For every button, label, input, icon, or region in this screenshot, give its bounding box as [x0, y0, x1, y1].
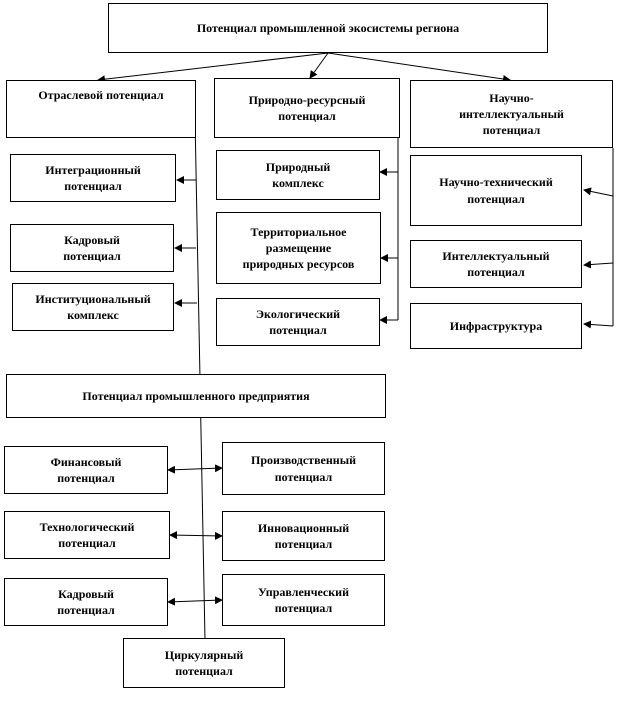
science-item-infrastructure: Инфраструктура: [410, 303, 582, 349]
sector-item-institutional: Институциональный комплекс: [12, 283, 174, 331]
branch-sector-title: Отраслевой потенциал: [6, 80, 196, 138]
arrow-root-natural: [309, 52, 329, 79]
branch-science-title: Научно- интеллектуальный потенциал: [410, 80, 613, 148]
enterprise-box: Потенциал промышленного предприятия: [6, 374, 386, 418]
enterprise-right-innovation: Инновационный потенциал: [222, 511, 385, 561]
arrow-pair-1: [167, 464, 223, 474]
arrow-science-2: [583, 260, 614, 269]
arrow-science-3: [583, 320, 614, 329]
arrow-pair-3: [167, 596, 223, 606]
arrow-root-science: [327, 52, 511, 83]
arrow-pair-2: [169, 531, 223, 540]
sector-item-personnel: Кадровый потенциал: [10, 224, 174, 272]
enterprise-right-production: Производственный потенциал: [222, 442, 385, 495]
sector-item-integration: Интеграционный потенциал: [10, 154, 176, 202]
arrow-root-sector: [97, 52, 329, 84]
natural-item-ecological: Экологический потенциал: [216, 298, 380, 346]
bottom-circular: Циркулярный потенциал: [123, 638, 285, 688]
science-item-intellectual: Интеллектуальный потенциал: [410, 240, 582, 288]
enterprise-right-management: Управленческий потенциал: [222, 574, 385, 626]
branch-natural-title: Природно-ресурсный потенциал: [214, 78, 400, 138]
enterprise-left-financial: Финансовый потенциал: [4, 446, 168, 494]
natural-item-complex: Природный комплекс: [216, 150, 380, 200]
enterprise-left-personnel: Кадровый потенциал: [4, 578, 168, 626]
science-item-scitech: Научно-технический потенциал: [410, 155, 582, 226]
enterprise-left-technological: Технологический потенциал: [4, 511, 170, 559]
root-box: Потенциал промышленной экосистемы регион…: [108, 3, 548, 53]
arrow-science-1: [583, 187, 614, 197]
natural-item-territorial: Территориальное размещение природных рес…: [216, 212, 381, 284]
